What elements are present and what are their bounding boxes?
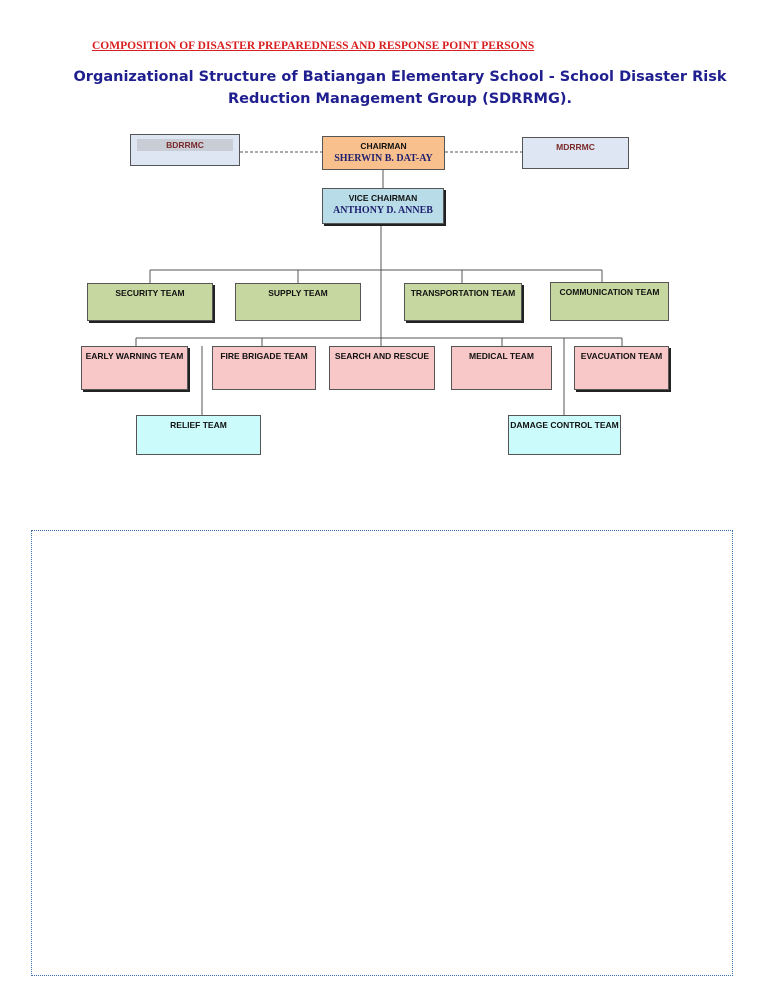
supply-team-label: SUPPLY TEAM xyxy=(268,288,328,298)
evacuation-team-label: EVACUATION TEAM xyxy=(580,351,663,361)
chairman-name: SHERWIN B. DAT-AY xyxy=(334,153,433,164)
bdrrmc-box: BDRRMC xyxy=(130,134,240,166)
damage-control-team-box: DAMAGE CONTROL TEAM xyxy=(508,415,621,455)
relief-team-box: RELIEF TEAM xyxy=(136,415,261,455)
vice-chairman-role: VICE CHAIRMAN xyxy=(348,193,418,203)
relief-team-label: RELIEF TEAM xyxy=(170,420,227,430)
fire-brigade-team-label: FIRE BRIGADE TEAM xyxy=(220,351,308,361)
mdrrmc-box: MDRRMC xyxy=(522,137,629,169)
medical-team-label: MEDICAL TEAM xyxy=(468,351,534,361)
security-team-box: SECURITY TEAM xyxy=(87,283,213,321)
medical-team-box: MEDICAL TEAM xyxy=(451,346,552,390)
early-warning-team-label: EARLY WARNING TEAM xyxy=(85,351,184,361)
chairman-box: CHAIRMAN SHERWIN B. DAT-AY xyxy=(322,136,445,170)
damage-control-team-label: DAMAGE CONTROL TEAM xyxy=(510,420,619,430)
bdrrmc-label: BDRRMC xyxy=(137,139,233,151)
search-and-rescue-label: SEARCH AND RESCUE xyxy=(334,351,430,361)
page-heading: COMPOSITION OF DISASTER PREPAREDNESS AND… xyxy=(92,40,535,52)
transportation-team-box: TRANSPORTATION TEAM xyxy=(404,283,522,321)
security-team-label: SECURITY TEAM xyxy=(115,288,185,298)
fire-brigade-team-box: FIRE BRIGADE TEAM xyxy=(212,346,316,390)
chairman-role: CHAIRMAN xyxy=(360,141,407,151)
communication-team-box: COMMUNICATION TEAM xyxy=(550,282,669,321)
search-and-rescue-box: SEARCH AND RESCUE xyxy=(329,346,435,390)
connector-lines xyxy=(135,151,623,415)
vice-chairman-name: ANTHONY D. ANNEB xyxy=(333,205,433,216)
vice-chairman-box: VICE CHAIRMAN ANTHONY D. ANNEB xyxy=(322,188,444,224)
empty-dotted-frame xyxy=(31,530,733,976)
chart-title: Organizational Structure of Batiangan El… xyxy=(73,69,727,107)
mdrrmc-label: MDRRMC xyxy=(556,142,595,152)
evacuation-team-box: EVACUATION TEAM xyxy=(574,346,669,390)
transportation-team-label: TRANSPORTATION TEAM xyxy=(410,288,516,298)
early-warning-team-box: EARLY WARNING TEAM xyxy=(81,346,188,390)
communication-team-label: COMMUNICATION TEAM xyxy=(559,287,660,297)
supply-team-box: SUPPLY TEAM xyxy=(235,283,361,321)
